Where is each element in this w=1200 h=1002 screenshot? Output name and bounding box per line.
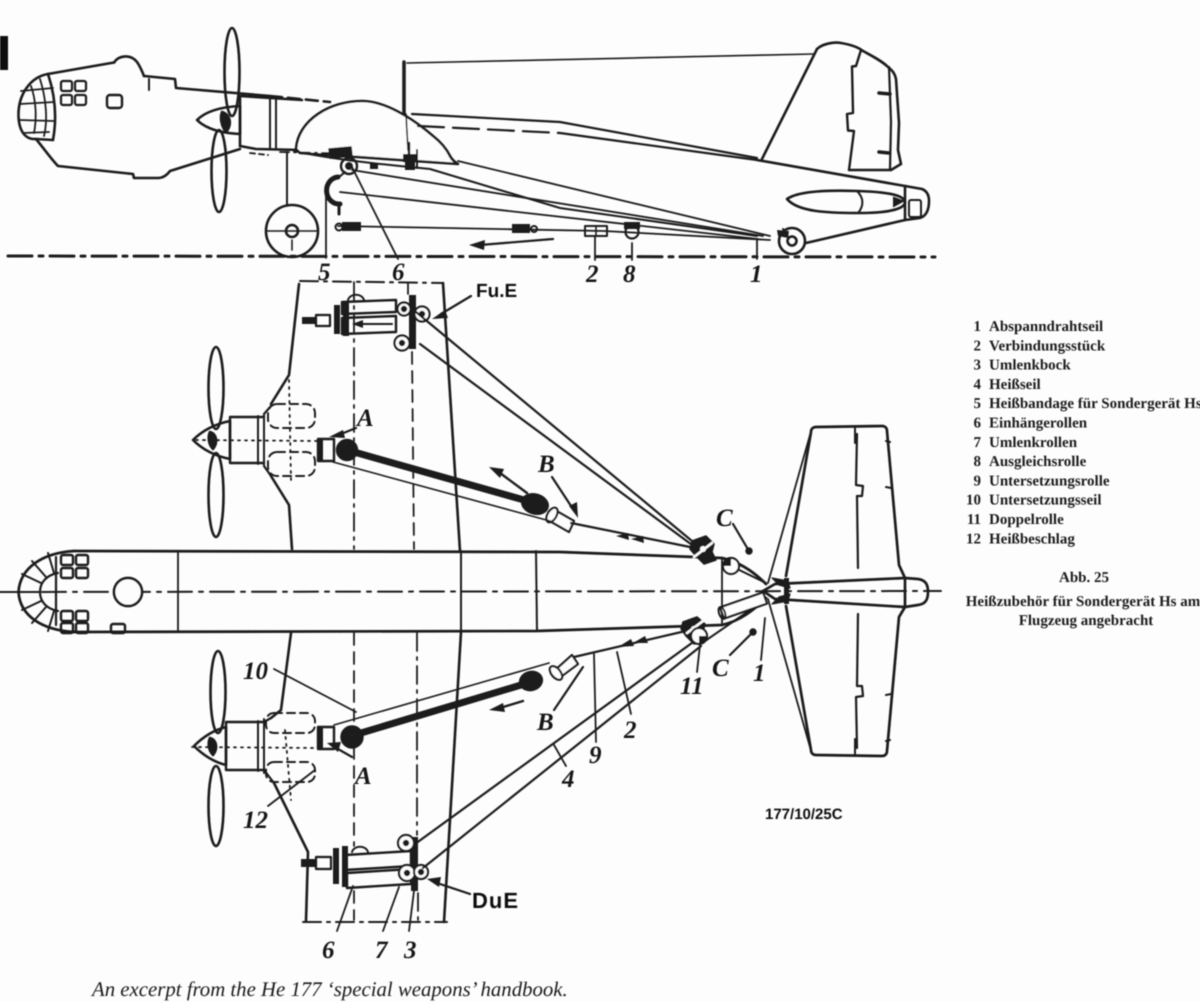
svg-text:3: 3 xyxy=(403,937,417,964)
svg-text:9: 9 xyxy=(974,473,982,489)
svg-text:Heißbeschlag: Heißbeschlag xyxy=(989,531,1075,547)
svg-text:B: B xyxy=(537,451,555,478)
svg-text:Heißseil: Heißseil xyxy=(989,377,1041,393)
svg-text:B: B xyxy=(536,709,554,736)
svg-text:177/10/25C: 177/10/25C xyxy=(765,806,843,823)
svg-text:11: 11 xyxy=(680,673,704,700)
svg-text:Verbindungsstück: Verbindungsstück xyxy=(989,338,1106,354)
svg-text:Fu.E: Fu.E xyxy=(476,281,517,302)
svg-text:Doppelrolle: Doppelrolle xyxy=(989,512,1064,528)
svg-text:C: C xyxy=(712,655,729,682)
svg-text:2: 2 xyxy=(974,338,982,354)
svg-text:Heißbandage für Sondergerät Hs: Heißbandage für Sondergerät Hs xyxy=(989,396,1200,412)
svg-text:9: 9 xyxy=(589,742,602,769)
svg-text:Untersetzungsseil: Untersetzungsseil xyxy=(989,493,1102,509)
svg-text:Ausgleichsrolle: Ausgleichsrolle xyxy=(989,454,1087,470)
svg-text:10: 10 xyxy=(966,493,981,509)
svg-text:7: 7 xyxy=(375,937,389,964)
svg-text:2: 2 xyxy=(585,261,599,288)
svg-text:10: 10 xyxy=(243,658,269,685)
svg-text:5: 5 xyxy=(318,259,331,286)
svg-text:1: 1 xyxy=(750,261,763,288)
svg-text:12: 12 xyxy=(243,807,268,834)
svg-text:Einhängerollen: Einhängerollen xyxy=(989,416,1088,432)
svg-text:Flugzeug angebracht: Flugzeug angebracht xyxy=(1019,613,1154,629)
svg-text:8: 8 xyxy=(974,454,982,470)
svg-text:C: C xyxy=(716,505,733,532)
svg-text:8: 8 xyxy=(623,261,636,288)
svg-text:11: 11 xyxy=(967,512,981,528)
svg-text:Abspanndrahtseil: Abspanndrahtseil xyxy=(989,319,1103,335)
svg-text:DuE: DuE xyxy=(472,888,519,913)
svg-text:Heißzubehör für Sondergerät Hs: Heißzubehör für Sondergerät Hs am xyxy=(966,594,1200,610)
svg-text:3: 3 xyxy=(974,358,982,374)
svg-text:4: 4 xyxy=(974,377,982,393)
svg-text:4: 4 xyxy=(561,766,575,793)
svg-text:Umlenkbock: Umlenkbock xyxy=(989,358,1071,374)
svg-text:6: 6 xyxy=(322,937,335,964)
svg-text:Untersetzungsrolle: Untersetzungsrolle xyxy=(989,473,1110,489)
svg-text:6: 6 xyxy=(392,259,405,286)
svg-text:12: 12 xyxy=(966,531,981,547)
svg-text:5: 5 xyxy=(974,396,982,412)
svg-text:Umlenkrollen: Umlenkrollen xyxy=(989,435,1078,451)
svg-text:7: 7 xyxy=(974,435,982,451)
svg-text:1: 1 xyxy=(974,319,982,335)
svg-text:An excerpt from the He 177 ‘sp: An excerpt from the He 177 ‘special weap… xyxy=(90,978,568,1001)
svg-text:A: A xyxy=(353,763,372,790)
svg-text:1: 1 xyxy=(753,660,766,687)
svg-text:2: 2 xyxy=(623,717,637,744)
svg-text:A: A xyxy=(355,405,374,432)
svg-text:Abb. 25: Abb. 25 xyxy=(1059,570,1109,586)
svg-text:6: 6 xyxy=(974,416,982,432)
